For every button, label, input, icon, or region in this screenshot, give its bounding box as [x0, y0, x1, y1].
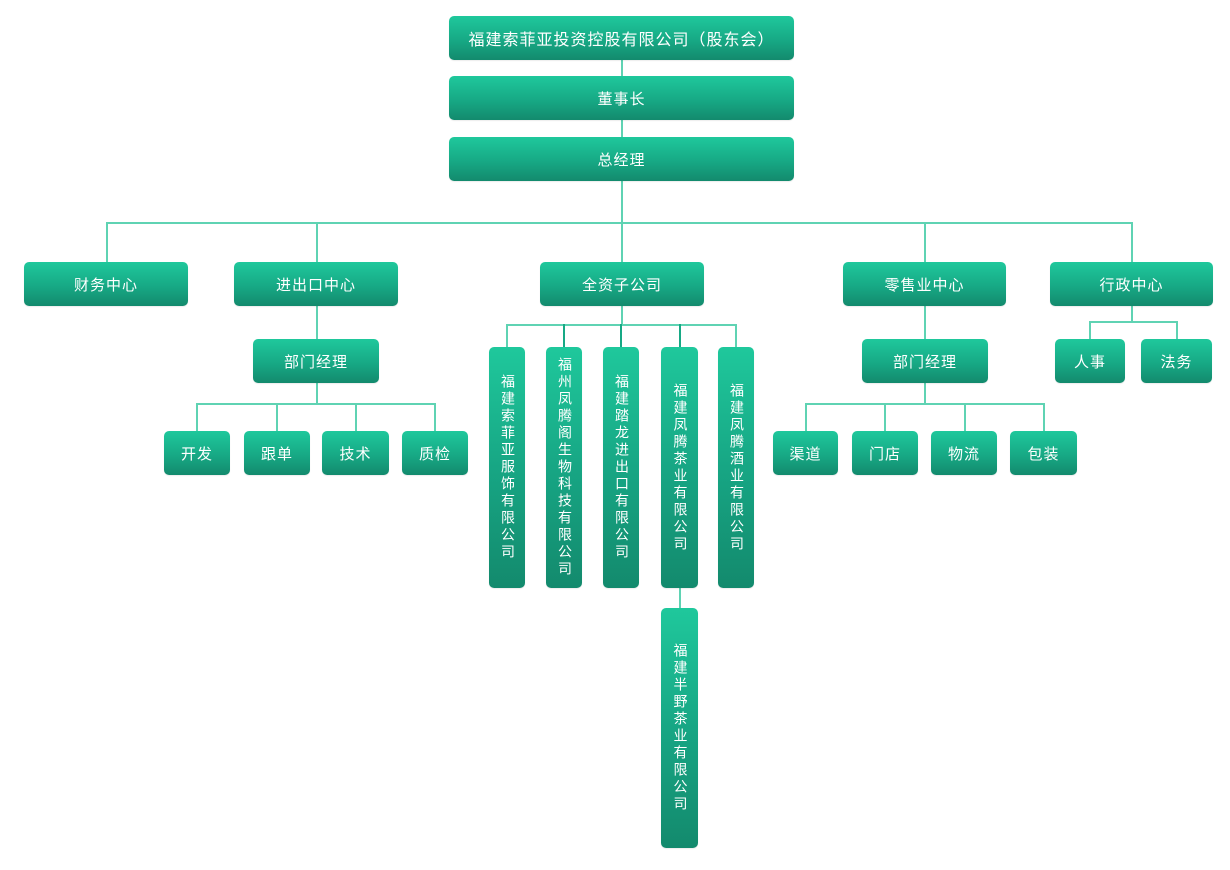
connector-line	[924, 222, 926, 262]
connector-line	[621, 306, 623, 326]
connector-line	[621, 181, 623, 223]
connector-line	[1131, 306, 1133, 322]
node-chairman: 董事长	[449, 76, 794, 120]
connector-line	[964, 403, 966, 431]
connector-line	[621, 120, 623, 137]
node-subsidiaries: 全资子公司	[540, 262, 704, 306]
connector-line	[1089, 321, 1091, 339]
connector-line	[106, 222, 108, 262]
connector-line	[506, 324, 508, 347]
node-ie-dept: 质检	[402, 431, 468, 475]
node-company: 福建索菲亚服饰有限公司	[489, 347, 525, 588]
node-ie-dept: 技术	[322, 431, 389, 475]
connector-line	[563, 324, 565, 347]
node-shareholders: 福建索菲亚投资控股有限公司（股东会）	[449, 16, 794, 60]
connector-line	[316, 222, 318, 262]
connector-line	[106, 222, 1133, 224]
connector-line	[679, 588, 681, 608]
node-retail-manager: 部门经理	[862, 339, 988, 383]
node-company: 福建凤腾酒业有限公司	[718, 347, 754, 588]
connector-line	[1176, 321, 1178, 339]
node-retail-dept: 门店	[852, 431, 918, 475]
connector-line	[735, 324, 737, 347]
connector-line	[196, 403, 436, 405]
connector-line	[355, 403, 357, 431]
node-finance-center: 财务中心	[24, 262, 188, 306]
connector-line	[924, 306, 926, 339]
connector-line	[276, 403, 278, 431]
connector-line	[621, 60, 623, 76]
node-admin-center: 行政中心	[1050, 262, 1213, 306]
node-retail-dept: 渠道	[773, 431, 838, 475]
node-import-export-center: 进出口中心	[234, 262, 398, 306]
node-admin-dept: 法务	[1141, 339, 1212, 383]
connector-line	[1043, 403, 1045, 431]
node-ie-dept: 跟单	[244, 431, 310, 475]
connector-line	[1089, 321, 1178, 323]
node-ie-manager: 部门经理	[253, 339, 379, 383]
connector-line	[884, 403, 886, 431]
node-retail-dept: 包装	[1010, 431, 1077, 475]
node-ie-dept: 开发	[164, 431, 230, 475]
connector-line	[434, 403, 436, 431]
connector-line	[621, 222, 623, 262]
node-sub-company: 福建半野茶业有限公司	[661, 608, 698, 848]
connector-line	[196, 403, 198, 431]
connector-line	[924, 383, 926, 404]
node-general-manager: 总经理	[449, 137, 794, 181]
node-company: 福建凤腾茶业有限公司	[661, 347, 698, 588]
connector-line	[805, 403, 1045, 405]
connector-line	[316, 383, 318, 404]
connector-line	[805, 403, 807, 431]
connector-line	[1131, 222, 1133, 262]
node-company: 福建踏龙进出口有限公司	[603, 347, 639, 588]
connector-line	[316, 306, 318, 339]
node-retail-dept: 物流	[931, 431, 997, 475]
connector-line	[620, 324, 622, 347]
connector-line	[679, 324, 681, 347]
node-company: 福州凤腾阁生物科技有限公司	[546, 347, 582, 588]
node-admin-dept: 人事	[1055, 339, 1125, 383]
node-retail-center: 零售业中心	[843, 262, 1006, 306]
